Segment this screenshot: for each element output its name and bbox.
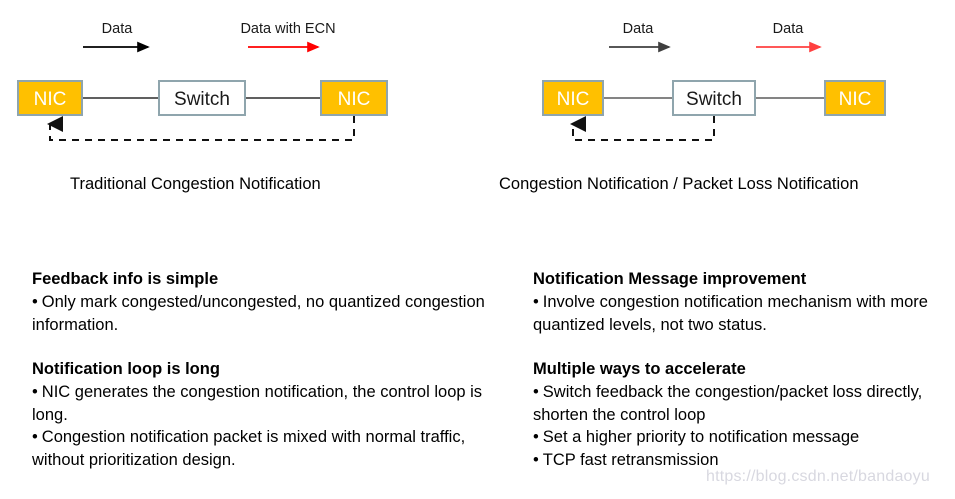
bullet-text: Only mark congested/uncongested, no quan… [32,293,485,334]
feedback-path-improved [570,116,715,141]
caption-improved: Congestion Notification / Packet Loss No… [499,175,859,193]
bullet-item: •Involve congestion notification mechani… [533,291,953,336]
node-switch[interactable]: Switch [158,80,246,116]
flow-label-data: Data [102,21,134,37]
nic-left-label-2: NIC [557,89,590,110]
block-notification-message: Notification Message improvement •Involv… [533,268,953,336]
bullet-glyph: • [533,428,539,446]
bullet-item: •Switch feedback the congestion/packet l… [533,381,953,426]
bullet-text: NIC generates the congestion notificatio… [32,383,483,424]
node-nic-left-2[interactable]: NIC [542,80,604,116]
bullet-glyph: • [32,383,38,401]
diagram-traditional: Data Data with ECN NIC Switch NIC [17,21,388,141]
nic-right-label-2: NIC [839,89,872,110]
nic-right-box [320,80,388,116]
nic-right-box-2 [824,80,886,116]
nic-left-box-2 [542,80,604,116]
switch-box-2 [672,80,756,116]
bullet-glyph: • [32,293,38,311]
bullet-glyph: • [32,428,38,446]
bullet-item: •Set a higher priority to notification m… [533,426,953,449]
switch-label: Switch [174,89,230,110]
block-heading: Multiple ways to accelerate [533,360,746,378]
bullet-item: •Congestion notification packet is mixed… [32,426,500,471]
flow-label-data-red: Data [773,21,805,37]
block-heading: Notification loop is long [32,360,220,378]
bullet-glyph: • [533,450,539,469]
node-nic-left[interactable]: NIC [17,80,83,116]
node-nic-right[interactable]: NIC [320,80,388,116]
text-column-right: Notification Message improvement •Involv… [533,268,953,471]
block-heading: Feedback info is simple [32,270,219,288]
caption-traditional: Traditional Congestion Notification [70,175,321,193]
switch-label-2: Switch [686,89,742,110]
bullet-item: •Only mark congested/uncongested, no qua… [32,291,500,336]
bullet-glyph: • [533,383,539,401]
nic-right-label: NIC [338,89,371,110]
diagram-improved: Data Data NIC Switch NIC [542,21,886,141]
flow-label-data-ecn: Data with ECN [240,21,335,37]
node-switch-2[interactable]: Switch [672,80,756,116]
block-feedback-info: Feedback info is simple •Only mark conge… [32,268,500,336]
block-notification-loop: Notification loop is long •NIC generates… [32,358,500,471]
text-column-left: Feedback info is simple •Only mark conge… [32,268,500,471]
node-nic-right-2[interactable]: NIC [824,80,886,116]
block-heading: Notification Message improvement [533,270,807,288]
network-diagrams: Data Data with ECN NIC Switch NIC [17,21,886,141]
bullet-text: Involve congestion notification mechanis… [533,293,928,334]
bullet-item: •TCP fast retransmission [533,449,953,472]
bullet-text: TCP fast retransmission [542,450,719,469]
bullet-item: •NIC generates the congestion notificati… [32,381,500,426]
bullet-text: Congestion notification packet is mixed … [32,428,466,469]
nic-left-box [17,80,83,116]
switch-box [158,80,246,116]
bullet-text: Switch feedback the congestion/packet lo… [533,383,923,424]
nic-left-label: NIC [34,89,67,110]
bullet-glyph: • [533,293,539,311]
flow-label-data-black: Data [623,21,655,37]
bullet-text: Set a higher priority to notification me… [542,428,860,446]
watermark: https://blog.csdn.net/bandaoyu [706,468,930,485]
feedback-path-traditional [47,116,355,141]
block-multiple-ways: Multiple ways to accelerate •Switch feed… [533,358,953,471]
